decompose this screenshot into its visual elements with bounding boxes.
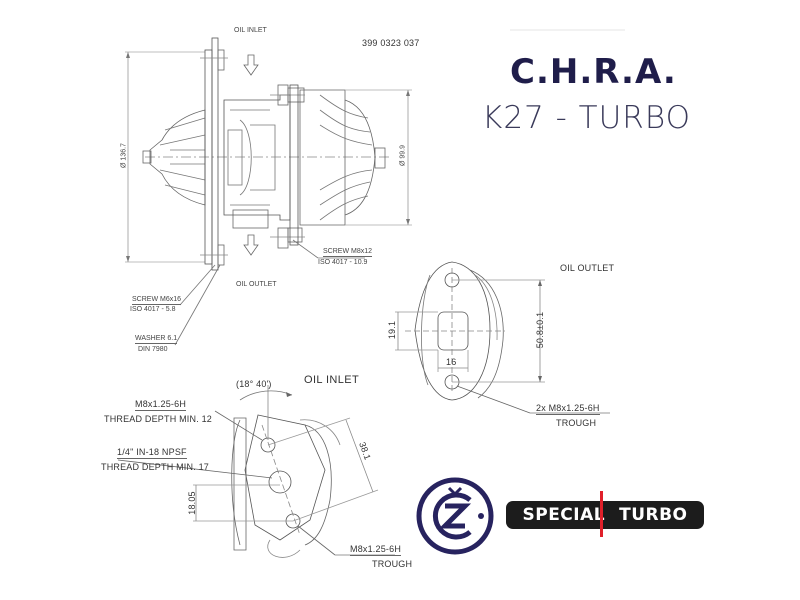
brand-turbo: TURBO [619,505,688,525]
oil-inlet-title: OIL INLET [304,374,360,386]
title-chra: C.H.R.A. [510,52,677,92]
dim-turbine-diameter: Ø 99.9 [399,145,407,167]
special-turbo-logo: SPECIAL TURBO [506,501,704,529]
dim-inlet-offset: 18.05 [187,491,197,515]
oil-outlet-title: OIL OUTLET [560,263,615,273]
dim-compressor-diameter: Ø 136.7 [120,143,128,168]
outlet-thread-callout: 2x M8x1.25-6H [536,403,600,415]
inlet-npsf-depth: THREAD DEPTH MIN. 17 [101,462,210,472]
inlet-thread-top-callout: M8x1.25-6H [135,399,187,411]
part-number: 399 0323 037 [362,38,420,48]
side-oil-inlet-label: OIL INLET [234,27,267,34]
outlet-trough-label: TROUGH [556,418,597,428]
inlet-thread-top-depth: THREAD DEPTH MIN. 12 [104,414,213,424]
inlet-trough-label: TROUGH [372,559,413,569]
side-oil-outlet-label: OIL OUTLET [236,281,277,288]
dim-outlet-height: 19.1 [387,320,397,340]
dim-inlet-angle: (18° 40') [236,379,272,389]
dim-outlet-spacing: 50.8±0.1 [535,311,545,349]
brand-divider [600,491,603,537]
cz-logo [415,476,495,556]
inlet-thread-bottom-callout: M8x1.25-6H [350,544,402,556]
cz-logo-icon [416,477,494,555]
screw-m6-label: SCREW M6x16 [132,296,182,305]
screw-m8-label: SCREW M8x12 [323,248,373,257]
brand-special: SPECIAL [522,505,606,525]
inlet-npsf-callout: 1/4" IN-18 NPSF [117,447,187,459]
screw-m8-spec: ISO 4017 - 10.9 [318,259,368,266]
washer-spec: DIN 7980 [138,346,168,353]
dim-outlet-width: 16 [446,357,457,367]
title-k27-turbo: K27 - TURBO [482,100,691,136]
screw-m6-spec: ISO 4017 - 5.8 [130,306,176,313]
washer-label: WASHER 6.1 [135,335,178,344]
